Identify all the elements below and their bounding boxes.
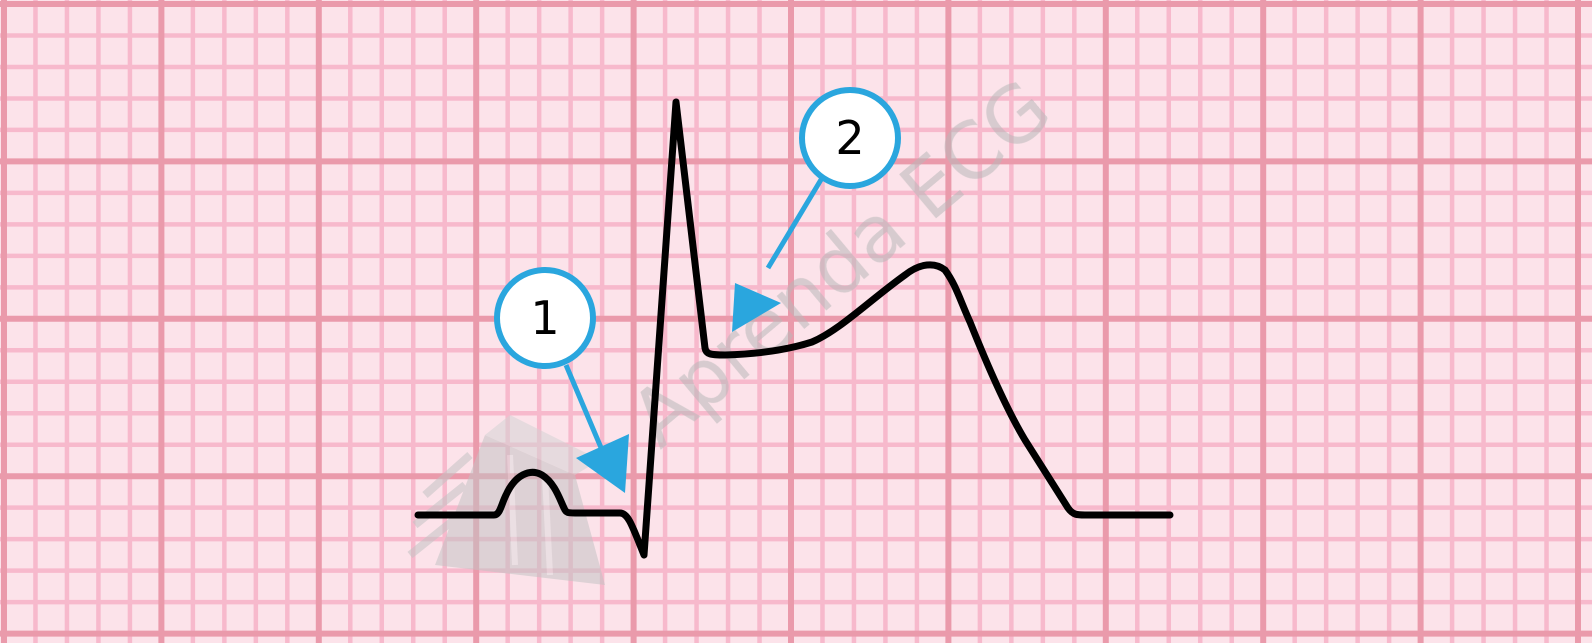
callout-1-pointer-line (563, 364, 605, 451)
ecg-trace (414, 98, 1174, 559)
callout-1-circle (494, 267, 596, 369)
callout-2-arrowhead-icon (732, 283, 781, 332)
callout-2-circle (799, 87, 901, 189)
callout-1-label: 1 (530, 291, 559, 345)
open-book-icon (407, 415, 605, 585)
callout-2-pointer-line (765, 176, 825, 270)
callout-1-arrowhead-icon (576, 434, 629, 493)
callout-2: 2 (732, 87, 901, 332)
callout-2-label: 2 (835, 111, 864, 165)
callout-1: 1 (494, 267, 629, 493)
